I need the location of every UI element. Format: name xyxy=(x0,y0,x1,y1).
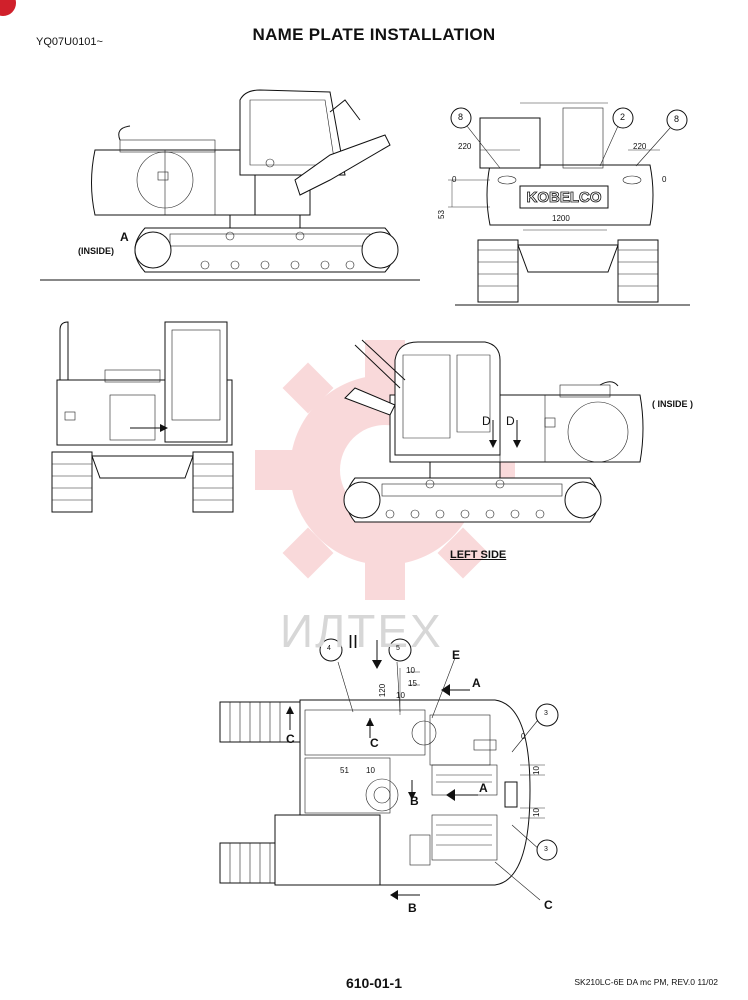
label-a-mid: A xyxy=(479,781,488,795)
dim-1200: 1200 xyxy=(552,214,570,223)
inside-label-right: ( INSIDE ) xyxy=(652,399,694,409)
view-mark-ii: II xyxy=(348,632,359,652)
label-c-left: C xyxy=(286,732,295,746)
dim-220-right: 220 xyxy=(633,142,647,151)
dim-10-right-b: 10 xyxy=(531,808,541,817)
dim-0-right: 0 xyxy=(662,175,667,184)
front-view xyxy=(51,321,234,513)
left-side-label: LEFT SIDE xyxy=(450,549,507,561)
page-title: NAME PLATE INSTALLATION xyxy=(252,25,496,44)
page-number: 610-01-1 xyxy=(345,975,403,991)
watermark-text: ИЛТЕХ xyxy=(280,605,443,657)
top-view xyxy=(219,638,559,901)
brand-logo: KOBELCO xyxy=(527,189,602,206)
callout-3-top: 3 xyxy=(544,710,548,717)
callout-2: 2 xyxy=(620,112,626,122)
label-b-bottom: B xyxy=(408,901,417,915)
callout-5: 5 xyxy=(396,645,400,652)
dim-10-right-a: 10 xyxy=(531,766,541,775)
label-a-top: A xyxy=(472,676,481,690)
callout-a-top: A xyxy=(120,230,129,244)
plate-d-1: D xyxy=(482,414,491,428)
label-c-bottom: C xyxy=(544,898,553,912)
label-e: E xyxy=(452,648,461,662)
dim-120: 120 xyxy=(378,683,388,698)
dim-51: 51 xyxy=(340,766,349,775)
corner-badge xyxy=(0,0,16,16)
dim-0-top: 0 xyxy=(521,732,526,741)
rear-view: KOBELCO xyxy=(448,102,690,306)
inside-label-left: (INSIDE) xyxy=(78,246,114,256)
dim-10-a: 10 xyxy=(406,666,415,675)
dim-10-b: 10 xyxy=(396,691,405,700)
document-code: YQ07U0101~ xyxy=(36,36,103,48)
callout-8-right: 8 xyxy=(674,114,680,124)
dim-0-left: 0 xyxy=(452,175,457,184)
dim-10-c: 10 xyxy=(366,766,375,775)
callout-3-bottom: 3 xyxy=(544,846,548,853)
dim-15: 15 xyxy=(408,679,417,688)
left-side-view xyxy=(343,339,644,523)
dim-220-left: 220 xyxy=(458,142,472,151)
callout-8-left: 8 xyxy=(458,112,464,122)
callout-4: 4 xyxy=(327,645,331,652)
dim-53: 53 xyxy=(436,210,446,219)
label-b-mid: B xyxy=(410,794,419,808)
revision-info: SK210LC-6E DA mc PM, REV.0 11/02 xyxy=(574,977,718,987)
right-side-view xyxy=(40,89,420,281)
plate-d-2: D xyxy=(506,414,515,428)
label-c-mid: C xyxy=(370,736,379,750)
